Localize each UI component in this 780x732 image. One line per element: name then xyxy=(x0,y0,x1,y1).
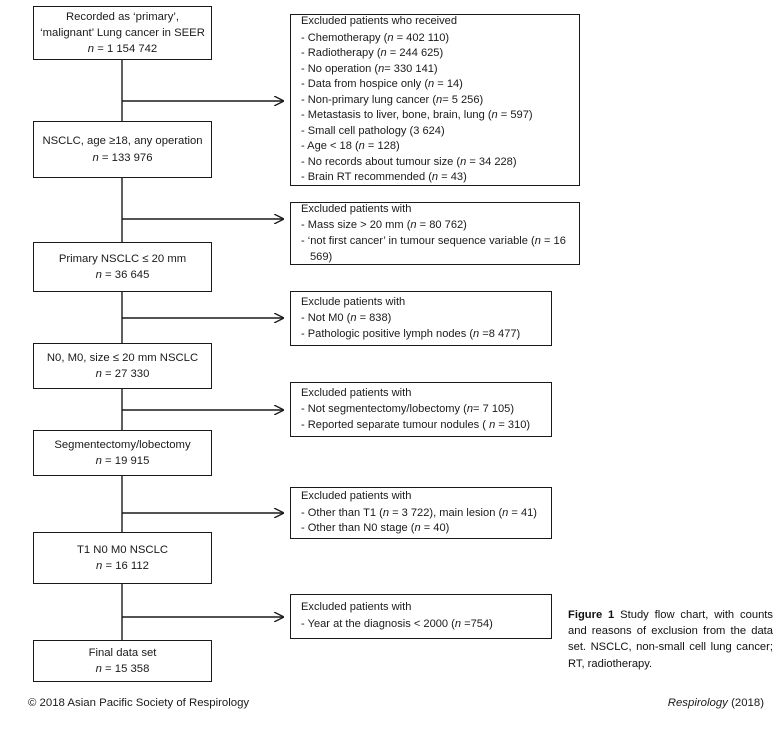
exclusion-node-1: Excluded patients who received - Chemoth… xyxy=(290,14,580,186)
figure-caption-label: Figure 1 xyxy=(568,609,615,621)
flow-node-cohort-seer: Recorded as ‘primary’, ‘malignant’ Lung … xyxy=(33,6,212,60)
n-symbol: n xyxy=(350,312,357,325)
n-value: 16 112 xyxy=(115,560,149,572)
flow-node-cohort-primary-20mm: Primary NSCLC ≤ 20 mm n = 36 645 xyxy=(33,242,212,292)
flow-node-line: ‘malignant’ Lung cancer in SEER xyxy=(40,26,205,39)
n-symbol: n xyxy=(534,235,541,247)
flow-node-count: n = 36 645 xyxy=(95,269,150,281)
n-symbol: n xyxy=(454,618,462,630)
n-symbol: n xyxy=(378,62,385,75)
n-value: 15 358 xyxy=(114,663,150,675)
exclusion-item: - Other than T1 (n = 3 722), main lesion… xyxy=(301,506,537,519)
exclusion-item: - Chemotherapy (n = 402 110) xyxy=(301,31,450,44)
exclusion-item: - Mass size > 20 mm (n = 80 762) xyxy=(301,219,467,232)
n-symbol: n xyxy=(387,31,394,44)
n-symbol: n xyxy=(473,327,480,340)
exclusion-item: - Brain RT recommended (n = 43) xyxy=(301,171,467,184)
exclusion-item: - No records about tumour size (n = 34 2… xyxy=(301,155,517,168)
exclusion-item: - Radiotherapy (n = 244 625) xyxy=(301,47,444,60)
flow-node-count: n = 1 154 742 xyxy=(87,43,158,56)
flow-node-line: Recorded as ‘primary’, xyxy=(65,10,179,23)
exclusion-heading: Excluded patients who received xyxy=(301,15,458,28)
n-symbol: n xyxy=(414,522,421,535)
journal-reference: Respirology (2018) xyxy=(668,697,764,709)
n-symbol: n xyxy=(382,506,389,519)
exclusion-item: - Small cell pathology (3 624) xyxy=(301,124,445,137)
n-symbol: n xyxy=(491,109,498,122)
exclusion-node-6: Excluded patients with - Year at the dia… xyxy=(290,594,552,639)
n-value: 1 154 742 xyxy=(106,43,158,56)
exclusion-item: - Not segmentectomy/lobectomy (n= 7 105) xyxy=(301,403,515,416)
figure-caption: Figure 1 Study flow chart, with counts a… xyxy=(568,607,773,672)
n-symbol: n xyxy=(460,155,467,168)
n-symbol: n xyxy=(95,368,102,380)
exclusion-node-2: Excluded patients with - Mass size > 20 … xyxy=(290,202,580,265)
n-symbol: n xyxy=(431,171,439,184)
n-symbol: n xyxy=(410,219,417,232)
flow-node-cohort-segmentectomy: Segmentectomy/lobectomy n = 19 915 xyxy=(33,430,212,476)
exclusion-item: - Age < 18 (n = 128) xyxy=(301,140,400,153)
exclusion-heading: Excluded patients with xyxy=(301,386,412,399)
journal-name: Respirology xyxy=(667,697,728,709)
flow-node-line: Final data set xyxy=(88,646,157,659)
flow-node-cohort-t1n0m0: T1 N0 M0 NSCLC n = 16 112 xyxy=(33,532,212,584)
exclusion-heading: Excluded patients with xyxy=(301,202,412,215)
flow-node-count: n = 27 330 xyxy=(95,368,150,380)
flow-node-count: n = 133 976 xyxy=(92,151,153,164)
exclusion-item: - Metastasis to liver, bone, brain, lung… xyxy=(301,109,533,122)
exclusion-heading: Exclude patients with xyxy=(301,295,406,308)
n-value: 36 645 xyxy=(114,269,150,281)
flow-node-line: Segmentectomy/lobectomy xyxy=(54,438,191,451)
flow-node-line: Primary NSCLC ≤ 20 mm xyxy=(58,252,187,265)
flow-node-count: n = 19 915 xyxy=(95,455,150,467)
exclusion-heading: Excluded patients with xyxy=(301,490,412,503)
exclusion-item: - No operation (n= 330 141) xyxy=(301,62,438,75)
n-symbol: n xyxy=(502,506,509,519)
n-symbol: n xyxy=(96,560,103,572)
flow-node-cohort-nsclc-operated: NSCLC, age ≥18, any operation n = 133 97… xyxy=(33,121,212,178)
n-symbol: n xyxy=(380,47,387,60)
exclusion-item: - Not M0 (n = 838) xyxy=(301,312,392,325)
n-symbol: n xyxy=(466,403,474,416)
n-value: 19 915 xyxy=(114,455,150,467)
exclusion-item: - Data from hospice only (n = 14) xyxy=(301,78,463,91)
n-value: 27 330 xyxy=(114,368,150,380)
n-value: 133 976 xyxy=(111,151,153,164)
exclusion-node-5: Excluded patients with - Other than T1 (… xyxy=(290,487,552,539)
exclusion-node-3: Exclude patients with - Not M0 (n = 838)… xyxy=(290,291,552,346)
flow-node-cohort-final: Final data set n = 15 358 xyxy=(33,640,212,682)
exclusion-heading: Excluded patients with xyxy=(301,601,412,614)
flow-node-cohort-n0-m0: N0, M0, size ≤ 20 mm NSCLC n = 27 330 xyxy=(33,343,212,389)
figure-caption-text: Study flow chart, with counts and reason… xyxy=(568,609,773,670)
flow-node-count: n = 15 358 xyxy=(95,663,150,675)
n-symbol: n xyxy=(436,93,443,106)
n-symbol: n xyxy=(95,663,102,675)
flow-node-line: N0, M0, size ≤ 20 mm NSCLC xyxy=(46,351,199,364)
n-symbol: n xyxy=(92,151,99,164)
exclusion-item: - Pathologic positive lymph nodes (n =8 … xyxy=(301,327,521,340)
n-symbol: n xyxy=(95,455,102,467)
flow-node-line: T1 N0 M0 NSCLC xyxy=(76,543,169,556)
flow-node-count: n = 16 112 xyxy=(96,560,149,572)
exclusion-item: - ‘not first cancer’ in tumour sequence … xyxy=(301,235,566,263)
exclusion-node-4: Excluded patients with - Not segmentecto… xyxy=(290,382,552,437)
n-symbol: n xyxy=(489,418,496,431)
exclusion-item: - Year at the diagnosis < 2000 (n =754) xyxy=(301,618,493,630)
n-symbol: n xyxy=(87,43,95,56)
n-symbol: n xyxy=(428,78,435,91)
exclusion-item: - Reported separate tumour nodules ( n =… xyxy=(301,418,531,431)
journal-year: (2018) xyxy=(731,697,764,709)
n-symbol: n xyxy=(95,269,102,281)
exclusion-item: - Non-primary lung cancer (n= 5 256) xyxy=(301,93,484,106)
n-symbol: n xyxy=(358,140,365,153)
flow-node-line: NSCLC, age ≥18, any operation xyxy=(42,135,203,148)
exclusion-item: - Other than N0 stage (n = 40) xyxy=(301,522,450,535)
copyright-notice: © 2018 Asian Pacific Society of Respirol… xyxy=(28,697,250,709)
